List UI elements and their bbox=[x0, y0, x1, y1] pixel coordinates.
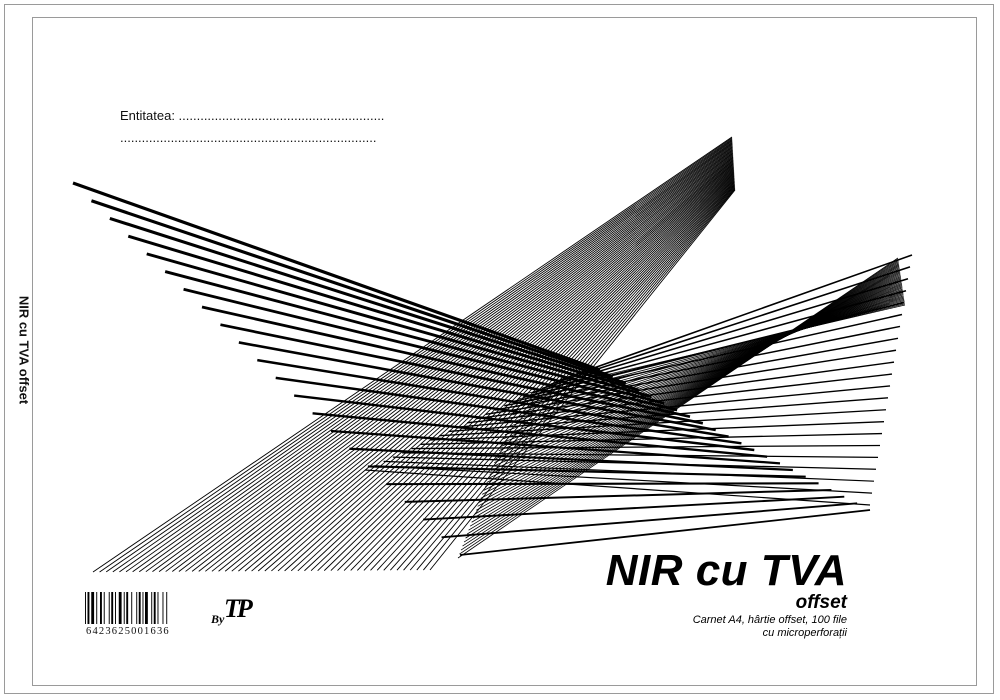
entity-field-line-2: ........................................… bbox=[120, 130, 377, 145]
barcode-digits: 6423625001636 bbox=[86, 626, 170, 637]
barcode-icon bbox=[85, 592, 168, 624]
product-title: NIR cu TVA bbox=[605, 546, 847, 595]
product-description: Carnet A4, hârtie offset, 100 file cu mi… bbox=[587, 614, 847, 640]
product-description-line-2: cu microperforații bbox=[762, 627, 847, 639]
entity-field-line-1: Entitatea: .............................… bbox=[120, 108, 385, 123]
brand-logo-icon: TP bbox=[224, 594, 253, 623]
brand-by: By bbox=[211, 612, 225, 626]
product-subtitle: offset bbox=[795, 592, 847, 613]
product-description-line-1: Carnet A4, hârtie offset, 100 file bbox=[692, 614, 847, 626]
cover-frame bbox=[32, 17, 977, 686]
page-frame bbox=[4, 4, 994, 694]
